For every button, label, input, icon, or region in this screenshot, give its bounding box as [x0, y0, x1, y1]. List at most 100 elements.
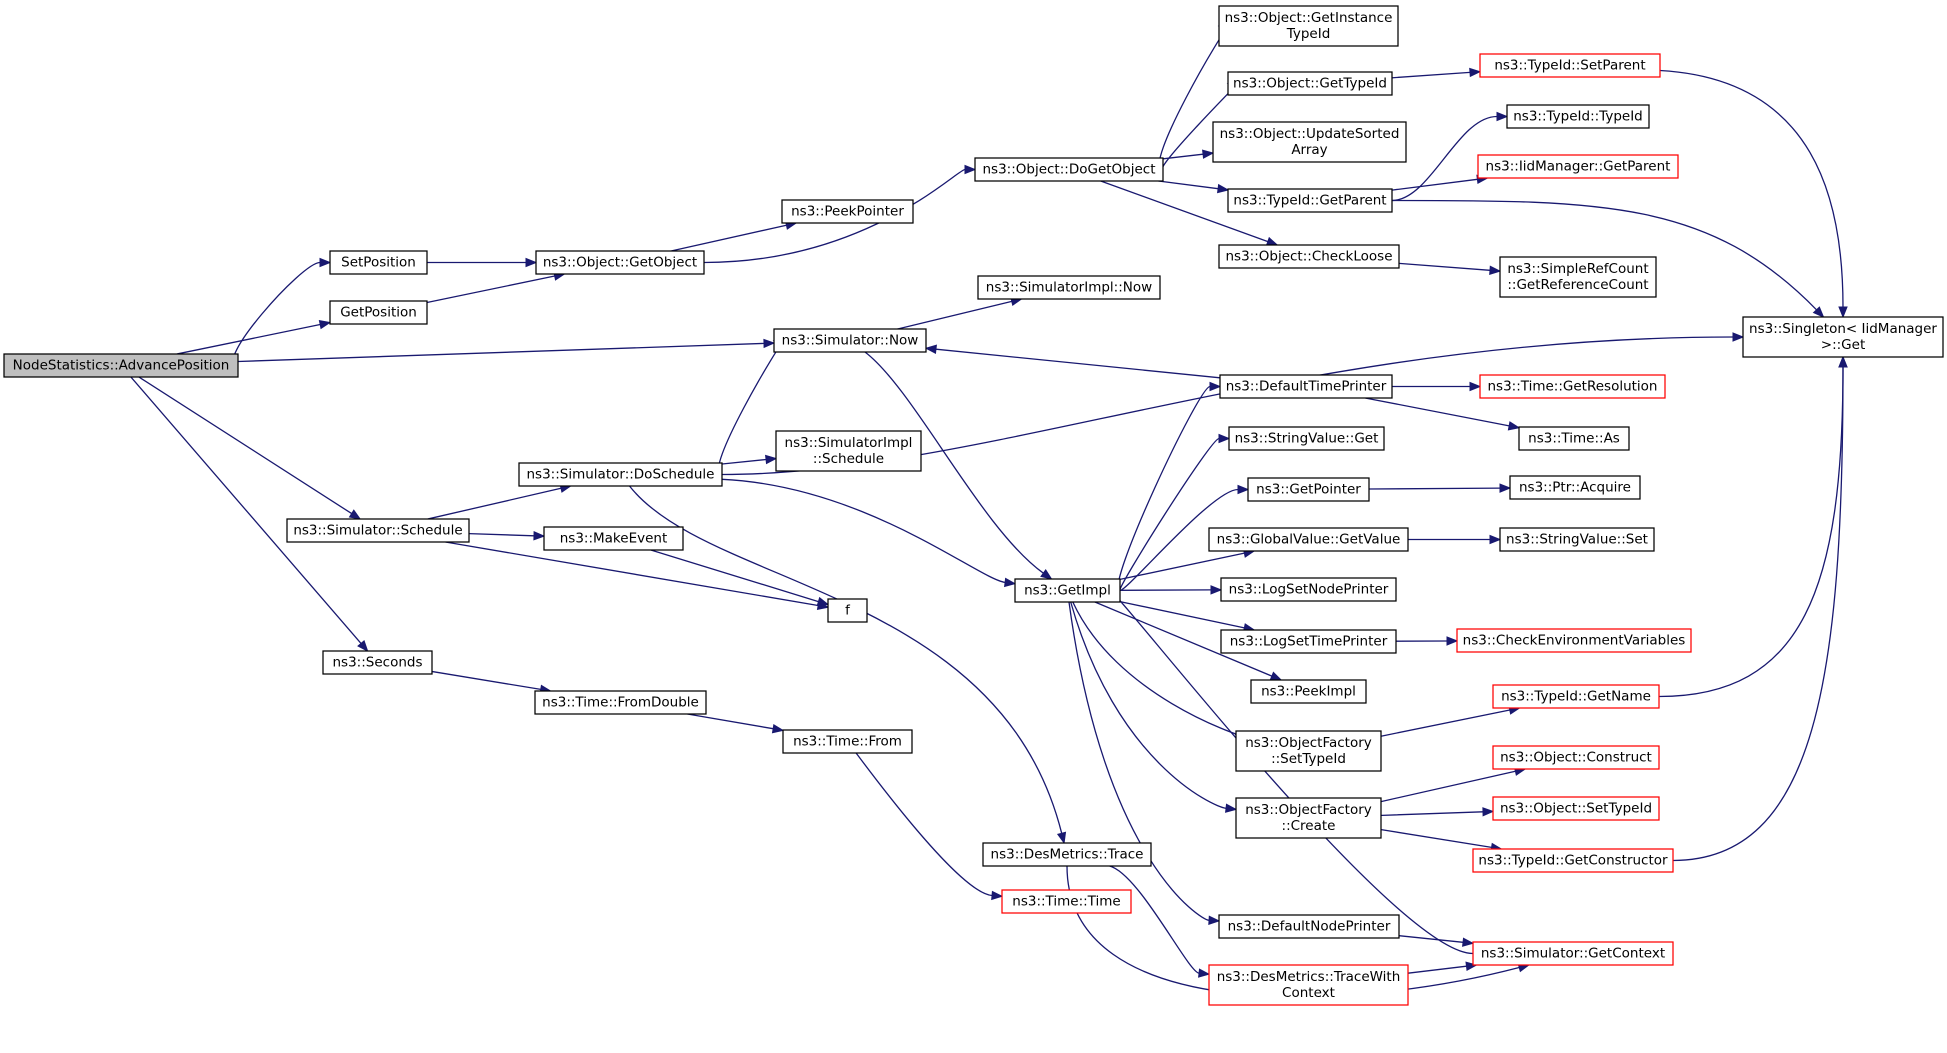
- arrowhead-icon: [771, 723, 785, 734]
- node-simulator-impl-schedule[interactable]: ns3::SimulatorImpl::Schedule: [775, 430, 922, 472]
- node-object-construct[interactable]: ns3::Object::Construct: [1492, 745, 1660, 770]
- node-peek-pointer[interactable]: ns3::PeekPointer: [781, 199, 914, 224]
- edge-line: [721, 478, 1006, 584]
- call-edge-get_impl-to-string_value_get: [1119, 433, 1231, 592]
- node-label: GetPosition: [340, 305, 417, 321]
- call-edge-type_id_get_parent-to-iid_manager_get_parent: [1391, 174, 1489, 191]
- node-time-as[interactable]: ns3::Time::As: [1518, 426, 1630, 451]
- edge-line: [1117, 385, 1211, 592]
- node-get-pointer[interactable]: ns3::GetPointer: [1247, 477, 1370, 502]
- node-seconds[interactable]: ns3::Seconds: [322, 650, 433, 675]
- node-singleton-get[interactable]: ns3::Singleton< IidManager >::Get: [1742, 316, 1944, 358]
- node-simulator-get-context[interactable]: ns3::Simulator::GetContext: [1472, 941, 1674, 966]
- node-label: ns3::StringValue::Get: [1235, 431, 1379, 447]
- node-simulator-schedule[interactable]: ns3::Simulator::Schedule: [286, 518, 470, 543]
- edge-line: [717, 339, 785, 476]
- node-label: ::Schedule: [813, 451, 884, 467]
- node-default-node-printer[interactable]: ns3::DefaultNodePrinter: [1218, 914, 1400, 939]
- node-box: [1218, 914, 1400, 939]
- edge-line: [468, 532, 535, 537]
- call-edge-log_set_time_printer-to-check_environment_variables: [1395, 636, 1459, 646]
- node-simulator-impl-now[interactable]: ns3::SimulatorImpl::Now: [977, 275, 1161, 300]
- node-box: [1492, 745, 1660, 770]
- node-box: [1477, 154, 1679, 179]
- node-box: [1208, 527, 1409, 552]
- node-log-set-time-printer[interactable]: ns3::LogSetTimePrinter: [1220, 629, 1397, 654]
- node-object-check-loose[interactable]: ns3::Object::CheckLoose: [1218, 244, 1400, 269]
- node-time-get-resolution[interactable]: ns3::Time::GetResolution: [1479, 374, 1666, 399]
- node-type-id-get-constructor[interactable]: ns3::TypeId::GetConstructor: [1472, 848, 1674, 873]
- edge-line: [721, 458, 767, 465]
- arrowhead-icon: [1210, 585, 1223, 595]
- node-label: ::GetReferenceCount: [1507, 277, 1648, 293]
- node-log-set-node-printer[interactable]: ns3::LogSetNodePrinter: [1220, 577, 1397, 602]
- node-label: ns3::StringValue::Set: [1506, 532, 1648, 548]
- node-object-do-get-object[interactable]: ns3::Object::DoGetObject: [974, 157, 1164, 182]
- node-box: [543, 526, 684, 551]
- node-box: [3, 353, 239, 378]
- node-make-event[interactable]: ns3::MakeEvent: [543, 526, 684, 551]
- node-global-value-get-value[interactable]: ns3::GlobalValue::GetValue: [1208, 527, 1409, 552]
- node-box: [286, 518, 470, 543]
- edge-line: [1398, 935, 1464, 943]
- node-ptr-acquire[interactable]: ns3::Ptr::Acquire: [1509, 475, 1641, 500]
- edge-line: [935, 348, 1221, 379]
- node-simple-ref-count-get-reference-count[interactable]: ns3::SimpleRefCount::GetReferenceCount: [1499, 256, 1657, 298]
- node-set-position[interactable]: SetPosition: [329, 250, 428, 275]
- node-simulator-now[interactable]: ns3::Simulator::Now: [773, 328, 927, 353]
- arrowhead-icon: [1218, 433, 1231, 444]
- node-time-from-double[interactable]: ns3::Time::FromDouble: [534, 690, 707, 715]
- node-label: ::Create: [1282, 818, 1336, 834]
- node-check-environment-variables[interactable]: ns3::CheckEnvironmentVariables: [1456, 628, 1692, 653]
- node-box: [1506, 104, 1650, 129]
- node-object-get-type-id[interactable]: ns3::Object::GetTypeId: [1227, 71, 1393, 96]
- node-type-id-get-parent[interactable]: ns3::TypeId::GetParent: [1227, 188, 1393, 213]
- node-label: ns3::TypeId::GetName: [1501, 689, 1651, 705]
- node-type-id-get-name[interactable]: ns3::TypeId::GetName: [1492, 684, 1660, 709]
- node-peek-impl[interactable]: ns3::PeekImpl: [1250, 679, 1367, 704]
- node-object-set-type-id[interactable]: ns3::Object::SetTypeId: [1492, 796, 1660, 821]
- edge-line: [687, 713, 774, 730]
- edge-line: [1398, 262, 1491, 271]
- node-label: ns3::Time::Time: [1012, 894, 1120, 910]
- node-type-id-type-id[interactable]: ns3::TypeId::TypeId: [1506, 104, 1650, 129]
- node-label: ns3::Singleton< IidManager: [1749, 321, 1937, 337]
- arrowhead-icon: [1004, 577, 1017, 588]
- call-edge-object_do_get_object-to-object_check_loose: [1100, 180, 1279, 246]
- node-simulator-do-schedule[interactable]: ns3::Simulator::DoSchedule: [518, 462, 723, 487]
- call-edge-time_from_double-to-time_from: [687, 713, 785, 734]
- node-time-time[interactable]: ns3::Time::Time: [1001, 889, 1132, 914]
- node-get-impl[interactable]: ns3::GetImpl: [1014, 578, 1121, 603]
- call-edge-get_impl-to-log_set_node_printer: [1119, 585, 1223, 595]
- node-label: ns3::TypeId::GetParent: [1233, 193, 1386, 209]
- node-get-position[interactable]: GetPosition: [329, 300, 428, 325]
- node-object-get-object[interactable]: ns3::Object::GetObject: [535, 250, 705, 275]
- arrowhead-icon: [533, 531, 546, 541]
- node-f[interactable]: f: [827, 598, 868, 623]
- node-string-value-get[interactable]: ns3::StringValue::Get: [1228, 426, 1385, 451]
- node-label: ns3::TypeId::GetConstructor: [1478, 853, 1668, 869]
- edge-line: [1658, 366, 1844, 698]
- node-iid-manager-get-parent[interactable]: ns3::IidManager::GetParent: [1477, 154, 1679, 179]
- edge-line: [671, 224, 787, 252]
- node-default-time-printer[interactable]: ns3::DefaultTimePrinter: [1219, 374, 1393, 399]
- edge-line: [1368, 487, 1501, 490]
- node-object-factory-set-type-id[interactable]: ns3::ObjectFactory::SetTypeId: [1235, 730, 1382, 772]
- node-type-id-set-parent[interactable]: ns3::TypeId::SetParent: [1479, 53, 1661, 78]
- call-edge-simulator_schedule-to-f: [445, 541, 830, 611]
- arrowhead-icon: [765, 454, 778, 465]
- node-box: [1220, 629, 1397, 654]
- node-label: ns3::Object::GetTypeId: [1233, 76, 1387, 92]
- node-label: ns3::Time::As: [1528, 431, 1620, 447]
- node-label: ns3::DefaultTimePrinter: [1226, 379, 1387, 395]
- edge-line: [1109, 589, 1474, 955]
- node-object-factory-create[interactable]: ns3::ObjectFactory::Create: [1235, 797, 1382, 839]
- node-string-value-set[interactable]: ns3::StringValue::Set: [1499, 527, 1655, 552]
- call-edge-type_id_set_parent-to-singleton_get: [1659, 69, 1848, 319]
- arrowhead-icon: [964, 164, 977, 175]
- node-des-metrics-trace[interactable]: ns3::DesMetrics::Trace: [982, 842, 1152, 867]
- node-time-from[interactable]: ns3::Time::From: [782, 729, 913, 754]
